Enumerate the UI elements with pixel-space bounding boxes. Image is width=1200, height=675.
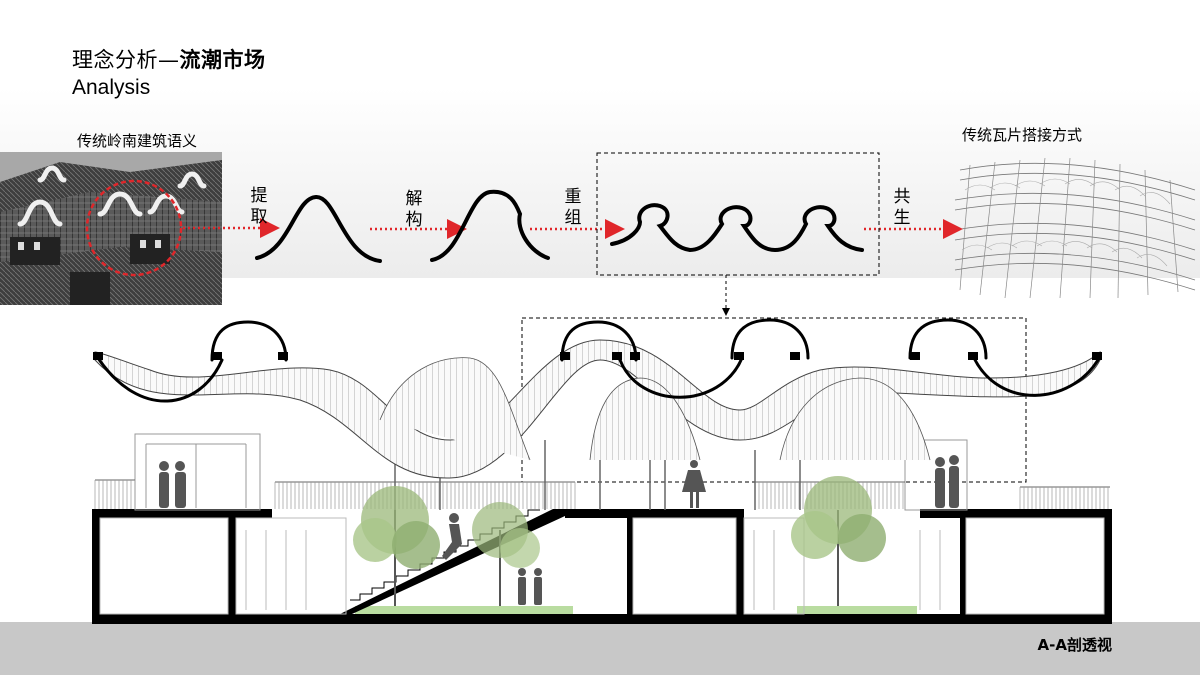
wave-profile-icon — [610, 203, 864, 253]
wave-profile-icon — [255, 194, 382, 263]
trees — [353, 476, 886, 606]
step-label-deconstruct: 解构 — [405, 189, 423, 230]
highlight-circle — [85, 179, 183, 277]
tile-overlap-sketch — [954, 157, 1196, 299]
recombine-dashed-box — [596, 152, 880, 276]
upper-room-left — [134, 433, 261, 511]
section-label: A-A剖透视 — [1037, 636, 1112, 654]
step-label-symbiosis: 共生 — [893, 187, 911, 228]
upper-room-right — [904, 439, 968, 511]
people-silhouettes — [159, 455, 959, 605]
roof-section-profile — [96, 318, 1100, 403]
label-tile-method: 传统瓦片搭接方式 — [962, 126, 1083, 144]
canopy-arch-mid — [589, 377, 701, 461]
ground — [0, 622, 1200, 675]
ground-floor-rooms — [99, 517, 1105, 615]
canopy-arch-left — [379, 357, 531, 461]
step-label-recombine: 重组 — [564, 187, 582, 228]
canopy-arch-right — [779, 377, 931, 461]
step-label-extract: 提取 — [250, 186, 268, 227]
roof-joints — [93, 352, 1102, 360]
building-section — [92, 509, 1112, 624]
page-subtitle: Analysis — [72, 76, 151, 99]
label-traditional-language: 传统岭南建筑语义 — [77, 132, 198, 150]
page-title: 理念分析—流潮市场 — [72, 48, 266, 72]
wave-profile-icon — [430, 189, 550, 262]
